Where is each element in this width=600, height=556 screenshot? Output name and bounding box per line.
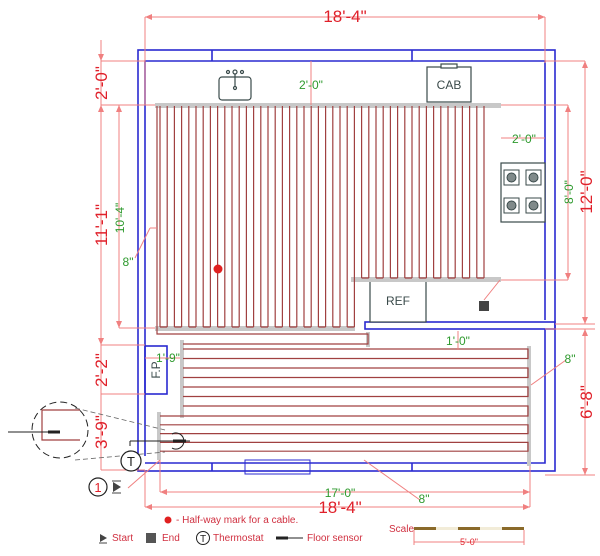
dim-right-upper: 12'-0": [577, 170, 596, 213]
dim-left-cable: 10'-4": [113, 203, 127, 234]
end-marker-icon: [479, 301, 489, 311]
legend-start-label: Start: [112, 533, 133, 544]
scale-value: 5'-0": [460, 537, 478, 547]
anchor-strips: [155, 103, 531, 466]
legend-halfway-label: - Half-way mark for a cable.: [176, 515, 298, 526]
legend-end-label: End: [162, 533, 180, 544]
dim-right-lower: 6'-8": [577, 385, 596, 419]
dim-top-clearance: 2'-0": [299, 78, 323, 92]
dim-left-top: 2'-0": [92, 66, 111, 100]
dim-spacing-left: 8": [123, 255, 134, 269]
dim-counter-gap: 1'-0": [446, 334, 470, 348]
circuit-number: 1: [94, 480, 101, 495]
legend-end-icon: [146, 533, 156, 543]
dim-left-mid: 2'-2": [92, 353, 111, 387]
refrigerator-box: [369, 280, 427, 323]
refrigerator-label: REF: [386, 294, 410, 308]
legend-sensor-label: Floor sensor: [307, 533, 363, 544]
dim-spacing-bottom: 8": [419, 492, 430, 506]
svg-text:T: T: [127, 454, 135, 469]
dim-left-upper: 11'-1": [92, 204, 111, 246]
floor-sensor-icon: [129, 432, 190, 450]
legend-thermostat-icon: [196, 531, 210, 545]
thermostat-icon: T: [120, 450, 142, 472]
fireplace-label: F.P: [149, 361, 163, 378]
cabinet-label: CAB: [437, 78, 462, 92]
legend: - Half-way mark for a cable. Start End T…: [99, 515, 363, 545]
start-marker-icon: [113, 482, 121, 492]
dimension-lines: [100, 16, 595, 508]
sensor-detail-callout: [8, 401, 166, 461]
dim-left-bottom: 3'-9": [92, 415, 111, 449]
walls: [137, 49, 556, 475]
stove-burners: [503, 169, 542, 214]
dim-top-width: 18'-4": [323, 7, 366, 26]
circuit-start: 1: [88, 477, 121, 497]
dim-spacing-right: 8": [565, 352, 576, 366]
svg-text:T: T: [200, 534, 206, 545]
dimension-arrows: [98, 14, 588, 510]
legend-start-icon: [100, 534, 107, 542]
legend-thermostat-label: Thermostat: [213, 533, 264, 544]
scale-label: Scale: [389, 524, 414, 535]
halfway-mark-icon: [213, 264, 223, 274]
dim-bottom-width: 18'-4": [318, 498, 361, 517]
dim-inner-width: 17'-0": [325, 486, 356, 500]
cabinet-box: [426, 66, 472, 103]
dim-right-cable: 8'-0": [562, 180, 576, 204]
dim-fp-clearance: 1'-9": [156, 351, 180, 365]
legend-halfway-icon: [164, 516, 172, 524]
dim-stove-clearance: 2'-0": [512, 132, 536, 146]
scale-bar: Scale 5'-0": [389, 524, 525, 547]
upper-heating-cable: [156, 106, 485, 345]
lower-heating-cable: [160, 348, 529, 452]
